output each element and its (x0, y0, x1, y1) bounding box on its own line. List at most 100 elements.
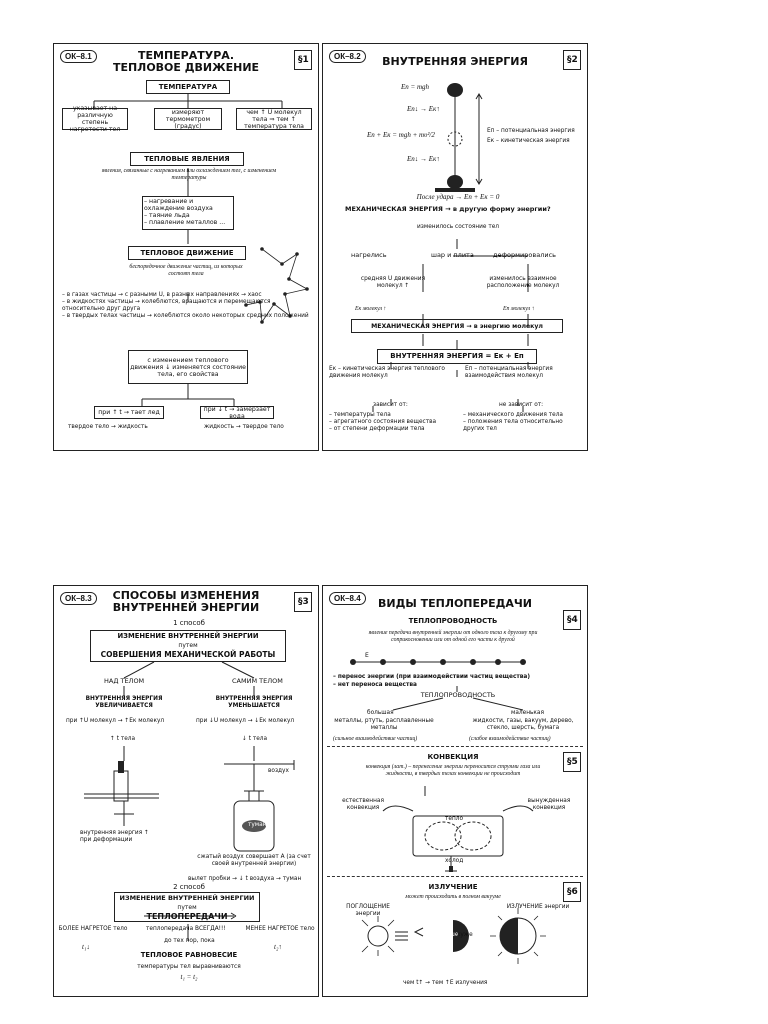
card-title: ВНУТРЕННЯЯ ЭНЕРГИЯ (382, 55, 528, 68)
inc-temp: ↑ t тела (110, 736, 136, 742)
not-depends-list: – механического движения тела– положения… (463, 412, 563, 432)
temp-item-1: указывает на различную степень нагретост… (62, 105, 128, 133)
thermal-motion-box: ТЕПЛОВОЕ ДВИЖЕНИЕ (128, 246, 246, 260)
card-tag: ОК–8.4 (329, 592, 366, 605)
phenomena-list: – нагревание и охлаждение воздуха– таяни… (142, 196, 234, 230)
depends-label: зависит от: (373, 402, 408, 408)
ek-molecules: Eк молекул ↑ (355, 306, 387, 312)
thermal-motion-definition: беспорядочное движение частиц, из которы… (129, 264, 243, 277)
mutual-position: изменилось взаимное расположение молекул (486, 276, 560, 289)
better-label: лучше (439, 932, 459, 938)
section-badge-6: §6 (563, 882, 581, 902)
fog-label: туман (248, 822, 267, 828)
equilibrium: ТЕПЛОВОЕ РАВНОВЕСИЕ (140, 951, 238, 959)
forced-convection: вынужденная конвекция (527, 798, 571, 811)
legend-kinetic: Eк – кинетическая энергия (487, 138, 570, 144)
low-conductivity: маленькая (511, 710, 544, 716)
compressed-air-note: сжатый воздух совершает A (за счет своей… (197, 854, 311, 867)
t-equal: t₁ = t₂ (180, 973, 198, 981)
energy-increases: ВНУТРЕННЯЯ ЭНЕРГИЯ УВЕЛИЧИВАЕТСЯ (85, 696, 163, 709)
card-title: ВИДЫ ТЕПЛОПЕРЕДАЧИ (377, 597, 533, 610)
melting-box: при ↑ t → тает лед (94, 406, 164, 419)
conduction-title: ТЕПЛОПРОВОДНОСТЬ (408, 617, 498, 625)
until-note: до тех пор, пока (164, 938, 215, 944)
avg-speed: средняя U движения молекул ↑ (360, 276, 426, 289)
formula-potential: Eп = mgh (401, 83, 430, 91)
radiation-definition: может происходить в полном вакууме (405, 894, 501, 900)
melting-result: твердое тело → жидкость (68, 424, 148, 430)
card3-diagram (84, 661, 295, 941)
not-depends-label: не зависит от: (499, 402, 544, 408)
air-label: воздух (268, 768, 289, 774)
t1-label: t₁↓ (82, 943, 90, 951)
strong-interaction: (сильное взаимодействие частиц) (333, 736, 418, 742)
absorption-label: ПОГЛОЩЕНИЕ энергии (346, 904, 390, 917)
ek-definition: Eк – кинетическая энергия теплового движ… (329, 366, 445, 379)
formula-total-energy: Eп + Eк = mgh + mυ²/2 (367, 131, 435, 139)
by-body: САМИМ ТЕЛОМ (232, 677, 283, 685)
weak-interaction: (слабое взаимодействие частиц) (469, 736, 551, 742)
dec-temp: ↓ t тела (242, 736, 268, 742)
card4-diagram (350, 659, 546, 964)
energy-question: МЕХАНИЧЕСКАЯ ЭНЕРГИЯ → в другую форму эн… (345, 205, 551, 213)
conduction-definition: явление передачи внутренней энергии от о… (368, 630, 538, 643)
state-change-box: с изменением теплового движения ↓ изменя… (128, 350, 248, 384)
formula-transition-2: Eп↓ → Eк↑ (407, 155, 440, 163)
formula-transition-1: Eп↓ → Eк↑ (407, 105, 440, 113)
radiation-rule: чем t↑ → тем ↑E излучения (403, 980, 488, 986)
mechanical-work-box: ИЗМЕНЕНИЕ ВНУТРЕННЕЙ ЭНЕРГИИ путем СОВЕР… (90, 630, 286, 662)
over-body: НАД ТЕЛОМ (104, 677, 145, 685)
convection-title: КОНВЕКЦИЯ (427, 753, 479, 761)
transfer-energy: – перенос энергии (при взаимодействии ча… (333, 674, 530, 680)
thermal-phenomena-definition: явления, связанные с нагреванием или охл… (101, 168, 277, 181)
radiation-title: ИЗЛУЧЕНИЕ (428, 883, 478, 891)
ep-molecules: Eп молекул ↑ (503, 306, 535, 312)
way-1-label: 1 способ (173, 619, 205, 627)
metals-list: металлы, ртуть, расплавленные металлы (334, 718, 434, 731)
after-impact: После удара → Eп + Eк = 0 (416, 193, 500, 201)
card-title: ТЕМПЕРАТУРА.ТЕПЛОВОЕ ДВИЖЕНИЕ (112, 49, 260, 74)
legend-potential: Eп – потенциальная энергия (487, 128, 575, 134)
temperature-box: ТЕМПЕРАТУРА (146, 80, 230, 94)
energy-decreases: ВНУТРЕННЯЯ ЭНЕРГИЯ УМЕНЬШАЕТСЯ (215, 696, 293, 709)
card-tag: ОК–8.3 (60, 592, 97, 605)
card2-diagram (372, 83, 529, 412)
colder-body: МЕНЕЕ НАГРЕТОЕ тело (245, 926, 315, 932)
ep-definition: Eп – потенциальная энергия взаимодействи… (465, 366, 553, 379)
high-conductivity: большая (367, 710, 394, 716)
thermal-phenomena-box: ТЕПЛОВЫЕ ЯВЛЕНИЯ (130, 152, 244, 166)
temp-item-2: измеряют термометром (градус) (154, 108, 222, 130)
deformed-label: деформировались (493, 251, 556, 259)
motion-list: – в газах частицы → с разными U, в разны… (62, 292, 309, 319)
deformation-note: внутренняя энергия ↑ при деформации (80, 830, 149, 843)
card-tag: ОК–8.2 (329, 50, 366, 63)
poor-conductors-list: жидкости, газы, вакуум, дерево, стекло, … (472, 718, 574, 731)
t2-label: t₂↑ (274, 943, 282, 951)
freezing-box: при ↓ t → замерзает вода (200, 406, 274, 420)
natural-convection: естественная конвекция (342, 798, 384, 811)
ball-plate-label: шар и плита (431, 251, 474, 259)
card-temperature: ОК–8.1 §1 ТЕМПЕРАТУРА.ТЕПЛОВОЕ ДВИЖЕНИЕ … (53, 43, 319, 451)
freezing-result: жидкость → твердое тело (204, 424, 284, 430)
temp-item-3: чем ↑ U молекул тела ⇒ тем ↑ температура… (236, 108, 312, 130)
section-divider (327, 746, 583, 747)
card-internal-energy: ОК–8.2 §2 ВНУТРЕННЯЯ ЭНЕРГИЯ Eп = mgh Eп… (322, 43, 588, 451)
section-badge: §2 (563, 50, 581, 70)
heat-transfer-box: ИЗМЕНЕНИЕ ВНУТРЕННЕЙ ЭНЕРГИИ путем ТЕПЛО… (114, 892, 260, 922)
card-heat-transfer-types: ОК–8.4 ВИДЫ ТЕПЛОПЕРЕДАЧИ §4 ТЕПЛОПРОВОД… (322, 585, 588, 997)
no-transfer-matter: – нет переноса вещества (333, 682, 417, 688)
section-badge: §3 (294, 592, 312, 612)
warm-label: тепло (445, 816, 463, 822)
equal-temps: температуры тел выравниваются (137, 964, 241, 970)
way-2-label: 2 способ (173, 883, 205, 891)
cork-note: вылет пробки → ↓ t воздуха → туман (188, 876, 302, 882)
inc-formula: при ↑U молекул → ↑Eк молекул (66, 718, 165, 724)
section-badge-5: §5 (563, 752, 581, 772)
always-note: теплопередача ВСЕГДА!!! (146, 926, 226, 932)
section-divider (327, 876, 583, 877)
hotter-body: БОЛЕЕ НАГРЕТОЕ тело (58, 926, 128, 932)
e-letter: E (365, 652, 369, 659)
mech-to-molecular-box: МЕХАНИЧЕСКАЯ ЭНЕРГИЯ → в энергию молекул (351, 319, 563, 333)
